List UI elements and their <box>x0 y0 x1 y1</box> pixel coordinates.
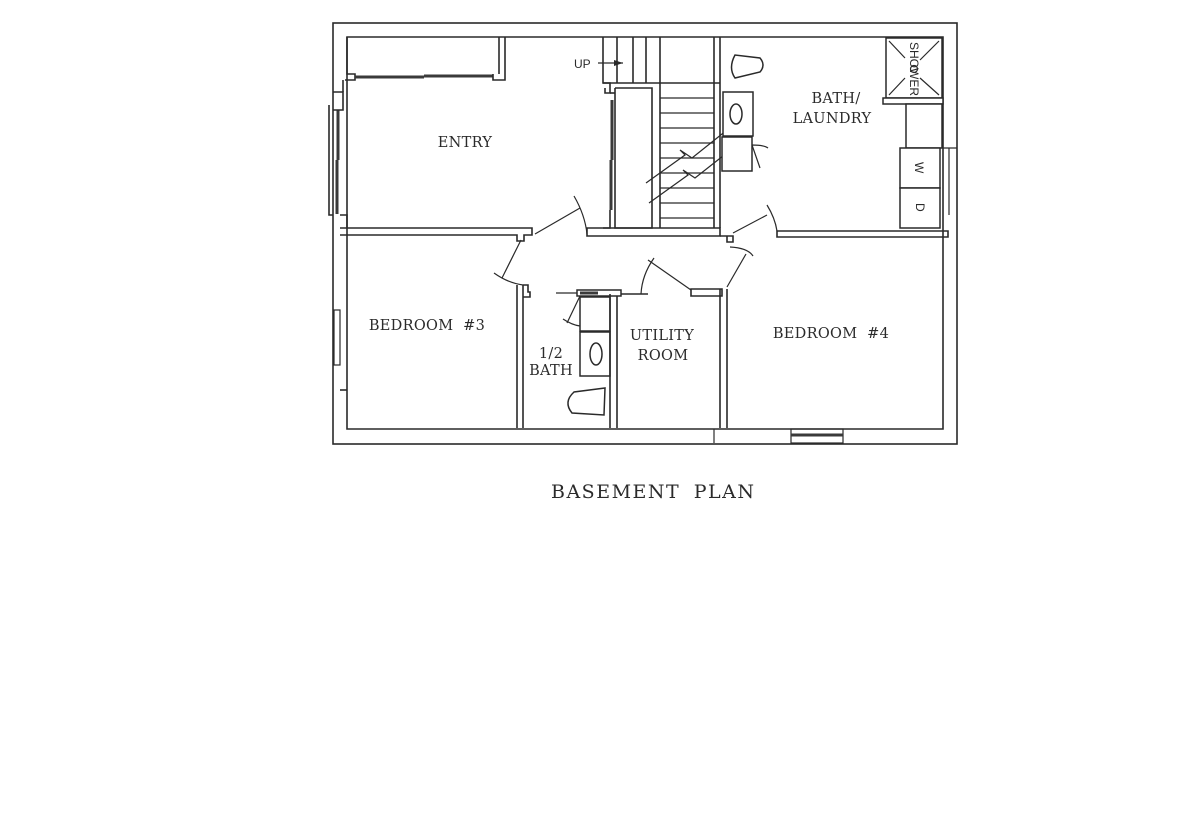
washer-label: W <box>912 162 926 174</box>
laundry-window <box>943 147 957 215</box>
plan-title: BASEMENT PLAN <box>551 481 756 503</box>
south-wall-window <box>713 428 844 444</box>
stair-break-line-1 <box>645 129 728 184</box>
half-bath <box>556 289 648 428</box>
room-label-laundry: LAUNDRY <box>793 111 872 127</box>
hall-north-wall <box>586 227 734 243</box>
bedroom3-door <box>493 239 531 428</box>
room-label-utility: UTILITY <box>630 328 694 344</box>
room-label-half: 1/2 <box>539 346 563 362</box>
exterior-wall-inner <box>346 36 944 430</box>
room-label-bath: BATH/ <box>811 91 860 107</box>
entry-window <box>328 80 344 216</box>
room-label-entry: ENTRY <box>438 135 493 151</box>
exterior-walls <box>332 22 958 445</box>
room-labels: ENTRY BATH/ LAUNDRY BEDROOM #3 1/2 BATH … <box>369 91 889 379</box>
half-bath-toilet-icon <box>567 387 606 416</box>
half-bath-sink-icon <box>589 342 603 366</box>
utility-room-walls <box>640 246 754 428</box>
counter <box>905 103 943 149</box>
room-label-bedroom-3: BEDROOM #3 <box>369 318 485 334</box>
up-arrow-icon <box>614 60 623 66</box>
sink-icon <box>729 103 743 125</box>
dryer-label: D <box>913 203 927 212</box>
entry-door <box>534 195 588 235</box>
bath-laundry-south-wall <box>732 204 949 238</box>
entry-closet <box>345 37 506 81</box>
toilet-icon <box>730 54 764 79</box>
linen-cabinet <box>721 136 753 172</box>
room-label-half-bath: BATH <box>529 363 573 379</box>
entry-bedroom3-wall <box>340 214 533 242</box>
shower-drain-icon <box>909 64 919 74</box>
stair-treads <box>660 97 714 219</box>
room-label-bedroom-4: BEDROOM #4 <box>773 326 889 342</box>
stairs: UP <box>574 37 729 229</box>
exterior-wall-outer <box>332 22 958 445</box>
stair-break-line-2 <box>648 151 729 204</box>
dryer <box>899 187 941 229</box>
shower-label: SHOWER <box>907 42 921 96</box>
bath-laundry-fixtures: SHOWER W D <box>719 37 957 229</box>
closet-bifold-door <box>355 74 493 79</box>
washer <box>899 147 941 189</box>
bedroom3-window <box>333 309 347 391</box>
stairs-up-label: UP <box>574 57 591 71</box>
room-label-room: ROOM <box>638 348 689 364</box>
